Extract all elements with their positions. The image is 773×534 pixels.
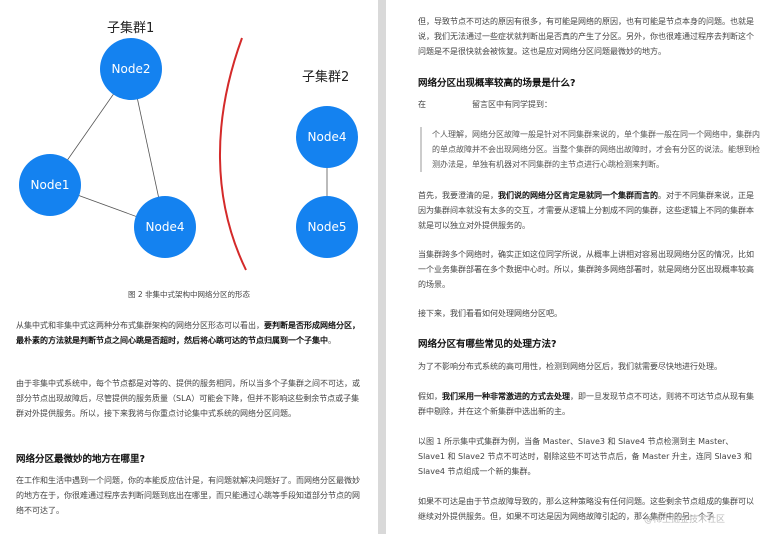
right-paragraph-4: 当集群跨多个网络时，确实正如这位同学所说，从概率上讲相对容易出现网络分区的情况，… <box>418 250 754 289</box>
heading-subtle-point: 网络分区最微妙的地方在哪里? <box>16 454 146 465</box>
right-paragraph-9: 如果不可达是由于节点故障导致的，那么这种策略没有任何问题。这些剩余节点组成的集群… <box>418 497 754 521</box>
right-paragraph-7: 假如，我们采用一种非常激进的方式去处理，即一旦发现节点不可达，则将不可达节点从现… <box>418 392 754 416</box>
watermark: @稀土掘金技术社区 <box>644 515 726 525</box>
node4-circle-cluster2: Node4 <box>296 106 358 168</box>
node1-circle: Node1 <box>19 154 81 216</box>
quote-block: 个人理解，网络分区故障一般是针对不同集群来说的，单个集群一般在同一个网络中，集群… <box>420 127 760 172</box>
partition-divider-curve <box>219 37 247 271</box>
right-paragraph-2: 在留言区中有同学提到： <box>418 100 552 109</box>
left-page: 子集群1 子集群2 Node2 Node1 Node4 Node4 Node5 … <box>0 0 378 534</box>
heading-handling-methods: 网络分区有哪些常见的处理方法? <box>418 339 557 350</box>
left-paragraph-3: 在工作和生活中遇到一个问题，你的本能反应估计是，有问题就解决问题好了。而网络分区… <box>16 476 360 515</box>
right-paragraph-8: 以图 1 所示集中式集群为例，当备 Master、Slave3 和 Slave4… <box>418 437 752 476</box>
figure-caption: 图 2 非集中式架构中网络分区的形态 <box>127 290 251 299</box>
heading-high-probability: 网络分区出现概率较高的场景是什么? <box>418 78 576 89</box>
right-page: 但，导致节点不可达的原因有很多，有可能是网络的原因，也有可能是节点本身的问题。也… <box>386 0 773 534</box>
cluster1-label: 子集群1 <box>107 21 155 36</box>
right-paragraph-5: 接下来，我们看看如何处理网络分区吧。 <box>418 309 562 318</box>
right-paragraph-6: 为了不影响分布式系统的高可用性，检测到网络分区后，我们就需要尽快地进行处理。 <box>418 362 722 371</box>
node4-circle-cluster1: Node4 <box>134 196 196 258</box>
node5-circle: Node5 <box>296 196 358 258</box>
cluster2-label: 子集群2 <box>302 70 350 85</box>
left-paragraph-2: 由于非集中式系统中，每个节点都是对等的、提供的服务相同，所以当多个子集群之间不可… <box>16 379 360 418</box>
left-paragraph-1: 从集中式和非集中式这两种分布式集群架构的网络分区形态可以看出，要判断是否形成网络… <box>16 321 360 345</box>
right-paragraph-3: 首先，我要澄清的是，我们说的网络分区肯定是就同一个集群而言的。对于不同集群来说，… <box>418 191 754 230</box>
node2-circle: Node2 <box>100 38 162 100</box>
right-paragraph-1: 但，导致节点不可达的原因有很多，有可能是网络的原因，也有可能是节点本身的问题。也… <box>418 17 754 56</box>
